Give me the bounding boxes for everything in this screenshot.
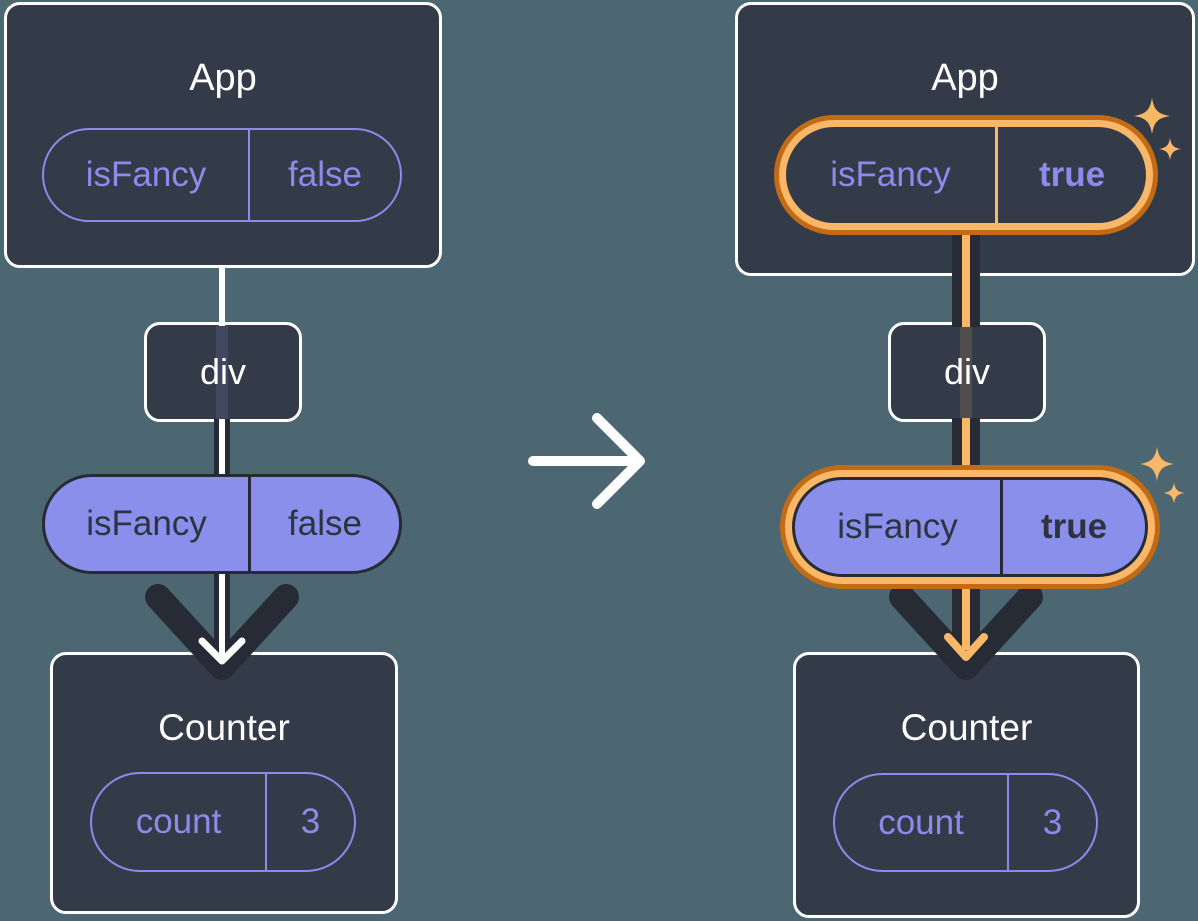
after-app-prop-pill: isFancy true [786, 127, 1146, 223]
before-counter-title: Counter [158, 707, 290, 748]
after-div-label: div [943, 351, 991, 392]
after-counter-title: Counter [900, 707, 1033, 748]
sparkle-icon [1159, 138, 1181, 160]
after-arrow-down-icon [889, 584, 1043, 680]
sparkle-icon [1140, 447, 1174, 481]
after-app-sparkles [1134, 98, 1181, 160]
before-flow-arrowhead [198, 637, 246, 665]
prop-value: false [248, 130, 400, 220]
before-counter-state-pill: count 3 [90, 772, 356, 872]
arrow-right-icon [528, 413, 645, 509]
state-name: count [878, 802, 964, 842]
after-passed-prop-pill: isFancy true [792, 477, 1148, 577]
sparkle-icon [1163, 482, 1185, 504]
state-value: 3 [1007, 775, 1096, 870]
prop-name: isFancy [837, 507, 958, 546]
prop-value: false [248, 477, 399, 571]
state-value: 3 [265, 774, 354, 870]
prop-name: isFancy [85, 155, 207, 194]
before-passed-prop-pill: isFancy false [42, 474, 402, 574]
before-app-title: App [189, 57, 257, 99]
after-counter-state-pill: count 3 [833, 773, 1098, 872]
before-div-label: div [199, 351, 247, 392]
after-flow-arrowhead [944, 633, 988, 661]
after-passed-prop-sparkles [1140, 447, 1185, 504]
before-arrow-down-icon [145, 584, 299, 680]
sparkle-icon [1134, 98, 1170, 134]
state-name: count [135, 802, 222, 841]
before-div-flow-trace [216, 325, 228, 419]
prop-name: isFancy [86, 504, 207, 543]
after-div-flow-trace [960, 325, 972, 419]
prop-name: isFancy [830, 155, 951, 194]
prop-value: true [1000, 480, 1145, 574]
after-app-title: App [931, 57, 999, 99]
before-app-prop-pill: isFancy false [42, 128, 402, 222]
prop-value: true [995, 127, 1146, 223]
after-div-node: div [888, 322, 1046, 422]
